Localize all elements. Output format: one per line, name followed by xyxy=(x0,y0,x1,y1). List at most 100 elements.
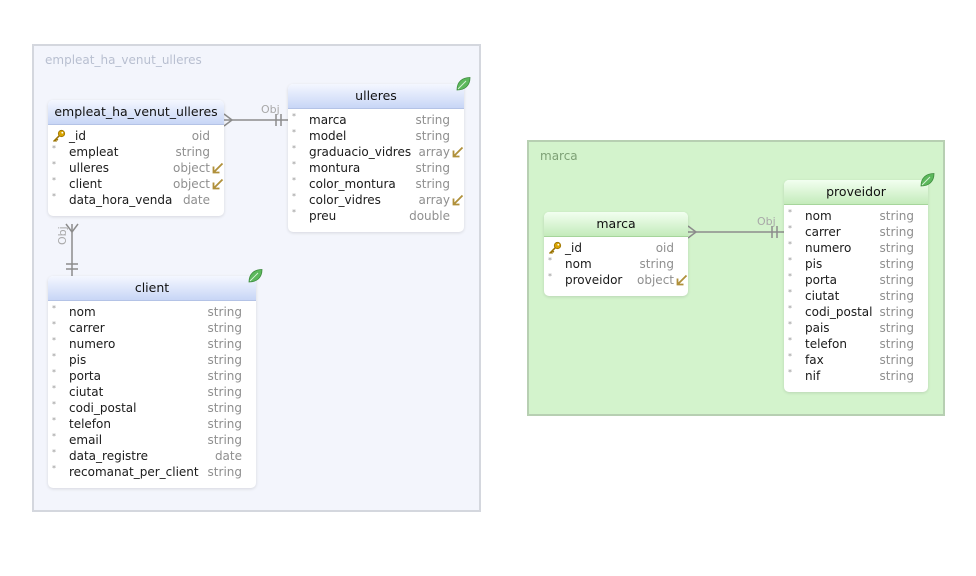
field-marker: * xyxy=(52,160,56,169)
relation-label-brand-supplier: Obj xyxy=(757,215,776,228)
field-name: numero xyxy=(69,337,116,351)
field-name: graduacio_vidres xyxy=(309,145,412,159)
reference-arrow-icon xyxy=(452,146,464,158)
field-name: pis xyxy=(69,353,87,367)
field-marker: * xyxy=(292,208,296,217)
leaf-icon xyxy=(456,77,471,91)
field-name: data_registre xyxy=(69,449,149,463)
field-name: ulleres xyxy=(69,161,109,175)
field-name: codi_postal xyxy=(805,305,873,319)
field-name: carrer xyxy=(69,321,105,335)
leaf-icon xyxy=(920,173,935,187)
field-type: string xyxy=(415,161,450,175)
field-marker: * xyxy=(788,256,792,265)
field-type: oid xyxy=(655,241,674,255)
field-type: string xyxy=(207,417,242,431)
field-marker: * xyxy=(788,240,792,249)
field-name: numero xyxy=(805,241,852,255)
field-name: nom xyxy=(69,305,96,319)
field-type: string xyxy=(879,273,914,287)
field-type: string xyxy=(175,145,210,159)
field-name: fax xyxy=(805,353,824,367)
field-name: proveidor xyxy=(565,273,623,287)
field-name: ciutat xyxy=(805,289,840,303)
field-name: _id xyxy=(69,129,86,143)
field-type: string xyxy=(415,113,450,127)
field-marker: * xyxy=(788,336,792,345)
field-marker: * xyxy=(52,304,56,313)
field-marker: * xyxy=(52,416,56,425)
field-name: nom xyxy=(565,257,592,271)
field-type: oid xyxy=(191,129,210,143)
key-icon xyxy=(52,129,66,143)
field-type: string xyxy=(879,241,914,255)
field-name: carrer xyxy=(805,225,841,239)
field-marker: * xyxy=(52,368,56,377)
field-marker: * xyxy=(292,112,296,121)
relation-label-sale-client: Obj xyxy=(56,226,69,245)
field-marker: * xyxy=(52,384,56,393)
field-row[interactable]: _id oid xyxy=(544,240,688,256)
field-row[interactable]: * numero string xyxy=(784,240,928,256)
group-label: empleat_ha_venut_ulleres xyxy=(45,53,202,67)
field-marker: * xyxy=(52,432,56,441)
field-marker: * xyxy=(52,320,56,329)
field-row[interactable]: * ulleres object xyxy=(48,160,224,176)
field-row[interactable]: _id oid xyxy=(48,128,224,144)
field-marker: * xyxy=(788,320,792,329)
field-type: string xyxy=(879,337,914,351)
field-marker: * xyxy=(52,352,56,361)
field-name: nom xyxy=(805,209,832,223)
field-type: string xyxy=(879,321,914,335)
field-marker: * xyxy=(788,272,792,281)
leaf-icon xyxy=(248,269,263,283)
field-type: array xyxy=(418,145,450,159)
reference-arrow-icon xyxy=(212,162,224,174)
reference-arrow-icon xyxy=(452,194,464,206)
field-type: string xyxy=(207,401,242,415)
field-name: nif xyxy=(805,369,821,383)
field-name: recomanat_per_client xyxy=(69,465,199,479)
field-name: _id xyxy=(565,241,582,255)
entity-title: client xyxy=(48,276,256,301)
field-type: object xyxy=(173,161,210,175)
